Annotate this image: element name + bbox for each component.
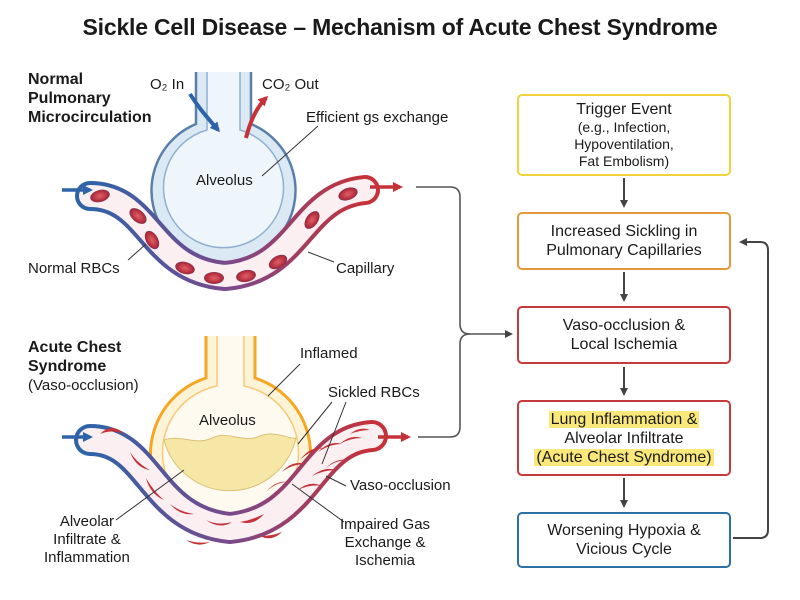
normal-heading: Normal Pulmonary Microcirculation bbox=[28, 70, 152, 127]
infiltrate-label-line: Inflammation bbox=[44, 549, 130, 566]
co2-out-arrow bbox=[244, 95, 269, 139]
infiltrate-label-line: Infiltrate & bbox=[53, 531, 121, 548]
normal-heading-line: Microcirculation bbox=[28, 109, 152, 126]
sickled-leader-2 bbox=[321, 401, 347, 465]
inflammation-line: (Acute Chest Syndrome) bbox=[534, 448, 714, 466]
sickling-line: Increased Sickling in bbox=[550, 223, 698, 240]
inflamed-label: Inflamed bbox=[300, 345, 358, 362]
impaired-leader bbox=[291, 483, 345, 523]
vaso-line: Vaso-occlusion & bbox=[562, 317, 686, 334]
sickled-rbcs bbox=[100, 428, 370, 545]
trigger-detail: Fat Embolism) bbox=[578, 153, 670, 169]
acs-alveolus-label: Alveolus bbox=[199, 412, 256, 429]
impaired-label: Impaired Gas Exchange & Ischemia bbox=[340, 516, 430, 570]
acs-heading-line: Acute Chest bbox=[28, 339, 122, 356]
capillary-label: Capillary bbox=[336, 260, 395, 277]
diagram-title: Sickle Cell Disease – Mechanism of Acute… bbox=[82, 14, 718, 40]
acs-heading-line: Syndrome bbox=[28, 358, 107, 375]
lung-inflammation-box: Lung Inflammation & Alveolar Infiltrate … bbox=[517, 400, 731, 476]
vaso-leader bbox=[325, 475, 347, 487]
acs-alveolus bbox=[149, 336, 312, 536]
vaso-line: Local Ischemia bbox=[570, 336, 678, 353]
acs-panel bbox=[62, 336, 411, 545]
gas-exchange-label: Efficient gs exchange bbox=[306, 109, 449, 126]
normal-heading-line: Normal bbox=[28, 71, 84, 88]
infiltrate-leader bbox=[115, 469, 185, 521]
sickled-rbcs-label: Sickled RBCs bbox=[328, 384, 420, 401]
trigger-title: Trigger Event bbox=[576, 101, 672, 118]
vaso-occlusion-label: Vaso-occlusion bbox=[350, 477, 451, 494]
capillary-leader bbox=[307, 251, 335, 263]
hypoxia-line: Worsening Hypoxia & bbox=[547, 522, 701, 539]
infiltrate-label: Alveolar Infiltrate & Inflammation bbox=[44, 513, 130, 567]
worsening-hypoxia-box: Worsening Hypoxia & Vicious Cycle bbox=[517, 512, 731, 568]
acs-capillary bbox=[74, 420, 388, 545]
acs-heading: Acute Chest Syndrome bbox=[28, 338, 121, 376]
normal-rbcs bbox=[90, 187, 358, 284]
normal-rbcs-label: Normal RBCs bbox=[28, 260, 120, 277]
normal-heading-line: Pulmonary bbox=[28, 90, 111, 107]
impaired-label-line: Exchange & bbox=[344, 534, 426, 551]
sickled-leader-1 bbox=[297, 401, 333, 445]
o2-in-label: O₂ In bbox=[150, 76, 185, 93]
increased-sickling-box: Increased Sickling in Pulmonary Capillar… bbox=[517, 212, 731, 270]
normal-rbc-leader bbox=[127, 243, 147, 261]
impaired-label-line: Ischemia bbox=[355, 552, 416, 569]
acs-subheading: (Vaso-occlusion) bbox=[28, 377, 139, 394]
gas-exchange-leader bbox=[261, 125, 319, 177]
inflammation-line: Lung Inflammation & bbox=[548, 410, 700, 428]
trigger-event-box: Trigger Event (e.g., Infection, Hypovent… bbox=[517, 94, 731, 176]
normal-panel bbox=[62, 72, 403, 292]
sickling-line: Pulmonary Capillaries bbox=[546, 242, 702, 259]
hypoxia-line: Vicious Cycle bbox=[576, 541, 672, 558]
normal-alveolus bbox=[150, 72, 297, 264]
flowchart-arrows bbox=[620, 178, 769, 539]
o2-in-arrow bbox=[188, 92, 220, 133]
impaired-label-line: Impaired Gas bbox=[340, 516, 431, 533]
vaso-occlusion-box: Vaso-occlusion & Local Ischemia bbox=[517, 306, 731, 364]
trigger-detail: Hypoventilation, bbox=[574, 136, 674, 152]
infiltrate-label-line: Alveolar bbox=[59, 513, 115, 530]
trigger-detail: (e.g., Infection, bbox=[577, 119, 671, 135]
inflammation-line: Alveolar Infiltrate bbox=[564, 429, 684, 447]
co2-out-label: CO₂ Out bbox=[262, 76, 319, 93]
normal-alveolus-label: Alveolus bbox=[196, 172, 253, 189]
panel-connectors bbox=[416, 186, 513, 438]
inflamed-leader bbox=[267, 363, 301, 397]
